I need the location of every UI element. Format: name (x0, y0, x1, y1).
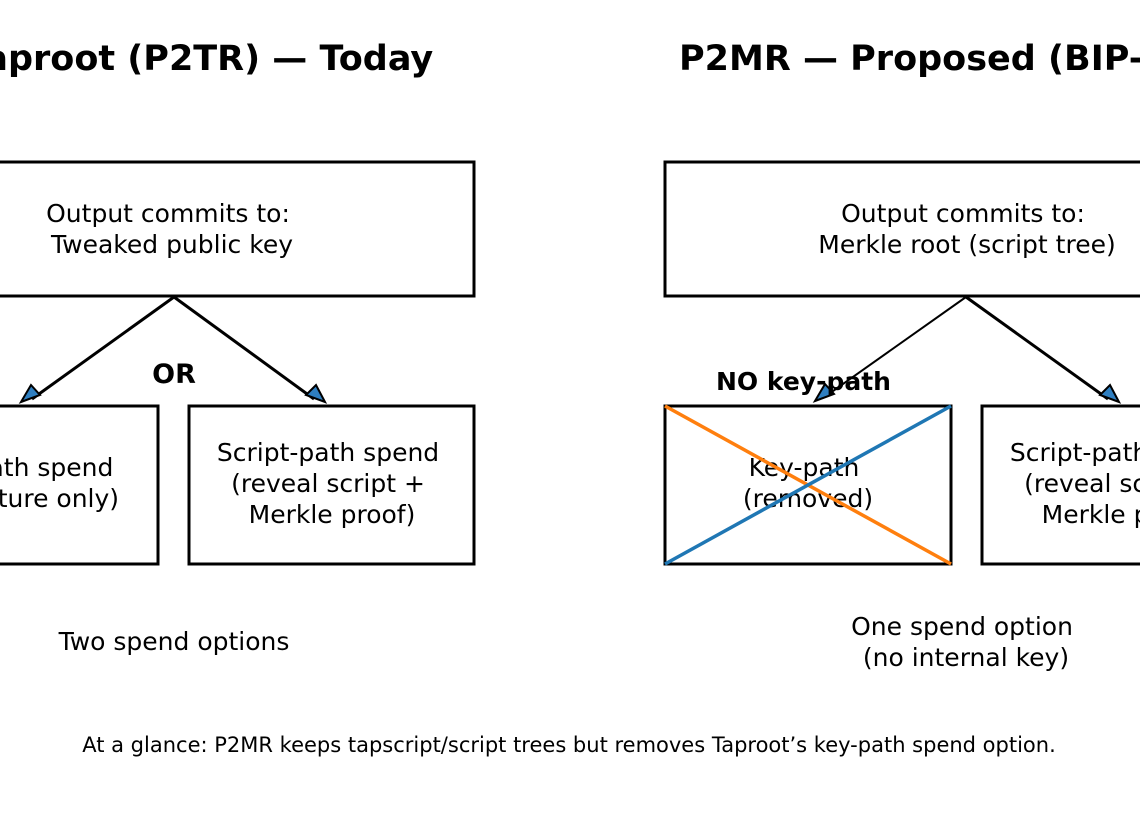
taproot-arrowhead-scriptpath (304, 383, 328, 404)
p2mr-cross-blue (664, 404, 952, 566)
p2mr-output-box (663, 160, 1140, 298)
p2mr-no-keypath-label: NO key-path (716, 367, 891, 396)
footer-summary: At a glance: P2MR keeps tapscript/script… (82, 733, 1056, 757)
taproot-arrowhead-keypath (18, 383, 42, 404)
p2mr-output-line1: Output commits to: (841, 199, 1085, 228)
p2mr-scriptpath-box (980, 404, 1140, 566)
p2mr-title: P2MR — Proposed (BIP-360) (679, 39, 1140, 79)
p2mr-scriptpath-line2: (reveal script + (1024, 469, 1140, 498)
taproot-scriptpath-line1: Script-path spend (217, 438, 439, 467)
taproot-or-label: OR (152, 359, 196, 390)
taproot-edge-to-scriptpath (173, 295, 315, 401)
p2mr-arrowhead-removed (812, 382, 836, 403)
p2mr-panel: P2MR — Proposed (BIP-360) Output commits… (663, 39, 1140, 672)
taproot-edge-to-keypath (31, 295, 175, 401)
taproot-title: Taproot (P2TR) — Today (0, 39, 433, 79)
p2mr-note-line1: One spend option (851, 612, 1073, 641)
taproot-scriptpath-line3: Merkle proof) (249, 500, 416, 529)
taproot-panel: Taproot (P2TR) — Today Output commits to… (0, 39, 476, 656)
p2mr-scriptpath-line1: Script-path spend (1010, 438, 1140, 467)
taproot-scriptpath-text: Script-path spend (reveal script + Merkl… (217, 438, 447, 529)
p2mr-scriptpath-text: Script-path spend (reveal script + Merkl… (1010, 438, 1140, 529)
taproot-keypath-text: Key-path spend (signature only) (0, 453, 121, 513)
taproot-keypath-line2: (signature only) (0, 484, 119, 513)
taproot-output-line1: Output commits to: (46, 199, 290, 228)
p2mr-output-line2: Merkle root (script tree) (818, 230, 1115, 259)
taproot-keypath-line1: Key-path spend (0, 453, 113, 482)
p2mr-note: One spend option (no internal key) (851, 612, 1081, 672)
p2mr-note-line2: (no internal key) (863, 643, 1069, 672)
taproot-scriptpath-line2: (reveal script + (231, 469, 425, 498)
taproot-scriptpath-box (187, 404, 476, 566)
p2mr-output-text: Output commits to: Merkle root (script t… (818, 199, 1115, 259)
taproot-note: Two spend options (58, 627, 290, 656)
taproot-output-line2: Tweaked public key (50, 230, 293, 259)
p2mr-edge-to-removed (825, 296, 967, 397)
p2mr-edge-to-scriptpath (965, 295, 1109, 401)
taproot-keypath-box (0, 404, 160, 566)
p2mr-scriptpath-line3: Merkle proof) (1042, 500, 1140, 529)
taproot-output-text: Output commits to: Tweaked public key (46, 199, 298, 259)
p2mr-arrowhead-scriptpath (1098, 383, 1122, 404)
taproot-output-box (0, 160, 476, 298)
